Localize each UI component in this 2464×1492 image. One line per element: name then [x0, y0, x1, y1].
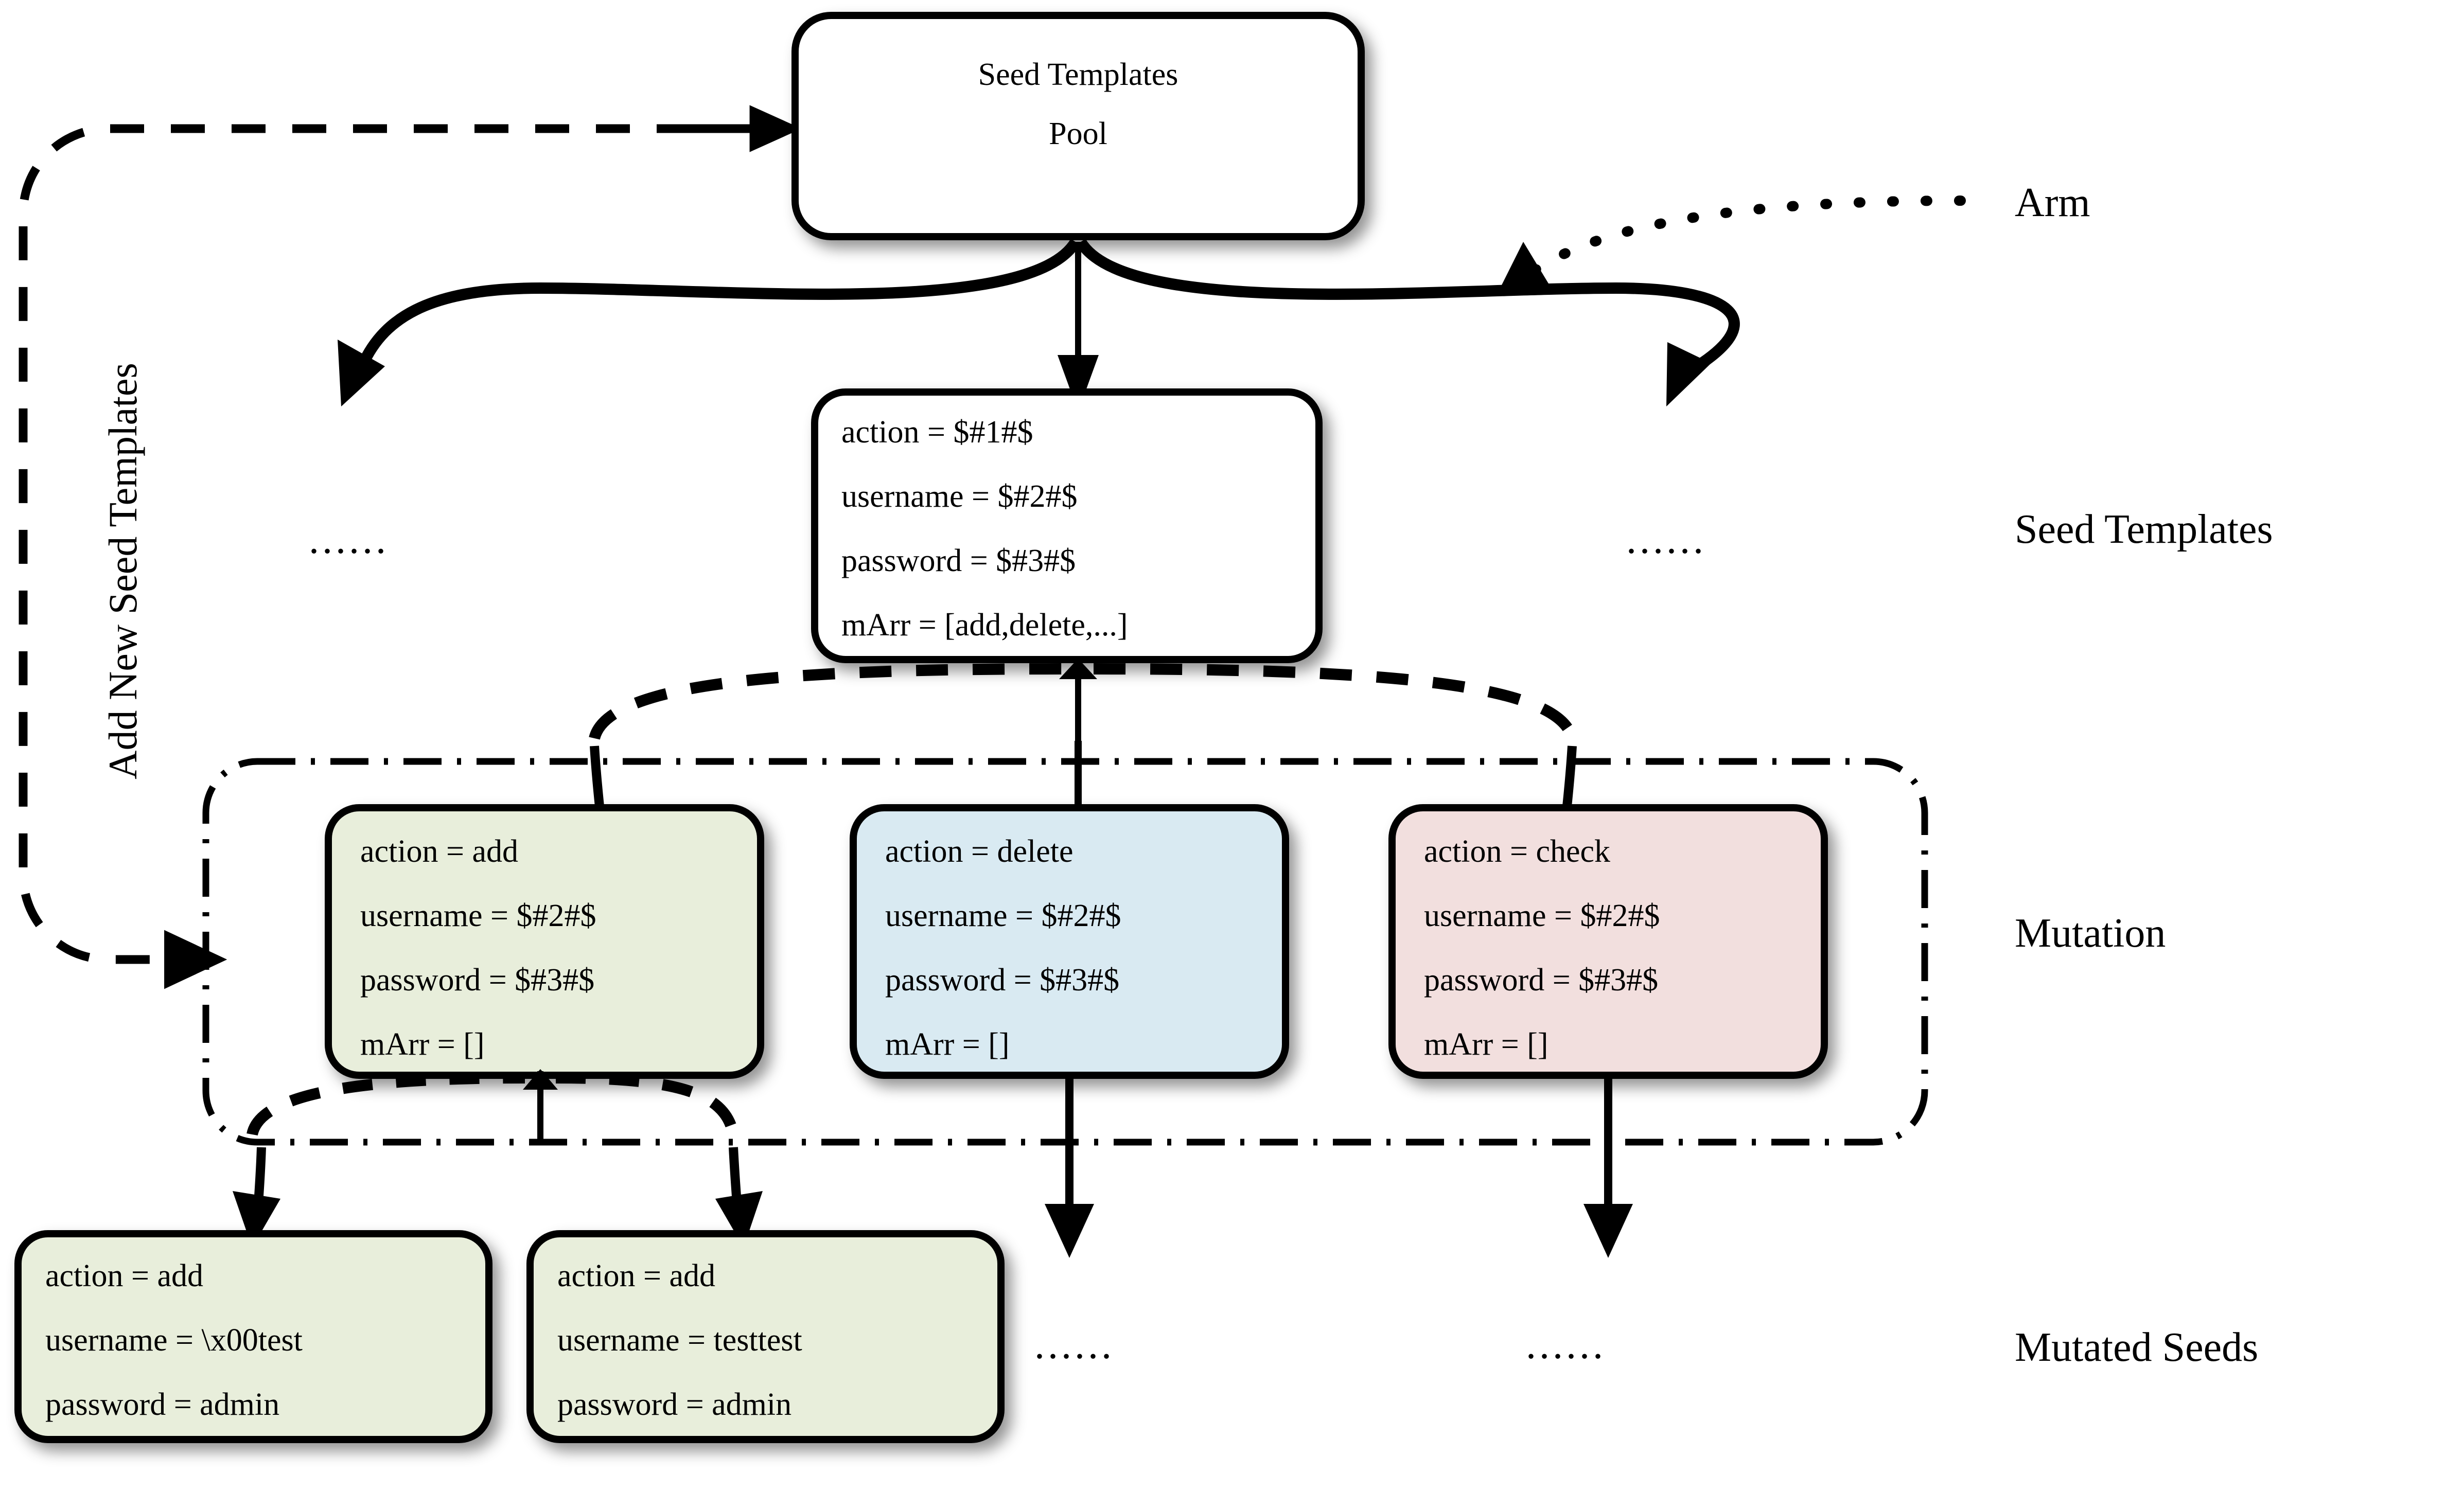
mutation-feedback-arc — [589, 659, 1578, 741]
ellipsis-seed-right: ...... — [1626, 517, 1706, 562]
stage-label-mutation: Mutation — [2015, 911, 2166, 956]
mutation-box-delete[interactable]: action = delete username = $#2#$ passwor… — [850, 804, 1289, 1079]
mutation-add-line-3: password = $#3#$ — [360, 963, 594, 998]
seed-template-box[interactable]: action = $#1#$ username = $#2#$ password… — [811, 388, 1323, 663]
mutation-check-line-3: password = $#3#$ — [1424, 963, 1658, 998]
mutated-seed-1-line-3: password = admin — [45, 1387, 279, 1422]
seed-template-line-3: password = $#3#$ — [841, 543, 1076, 578]
mutated-seed-2-line-2: username = testtest — [557, 1323, 802, 1358]
ellipsis-seed-left: ...... — [309, 517, 389, 562]
mutation-check-line-1: action = check — [1424, 834, 1610, 869]
ellipsis-mutated-right: ...... — [1526, 1322, 1606, 1367]
mutation-box-check[interactable]: action = check username = $#2#$ password… — [1388, 804, 1828, 1079]
mutation-delete-line-3: password = $#3#$ — [885, 963, 1119, 998]
stage-label-seed-templates: Seed Templates — [2015, 507, 2273, 552]
add-new-seed-templates-loop — [19, 124, 751, 989]
ellipsis-mutated-left: ...... — [1034, 1322, 1115, 1367]
mutated-seed-feedback-arc — [247, 1069, 739, 1140]
pool-title-line2: Pool — [1049, 116, 1107, 151]
mutation-delete-line-1: action = delete — [885, 834, 1073, 869]
seed-template-line-1: action = $#1#$ — [841, 415, 1033, 450]
mutation-add-line-1: action = add — [360, 834, 518, 869]
mutated-seed-1-line-2: username = \x00test — [45, 1323, 303, 1358]
mutation-add-line-4: mArr = [] — [360, 1027, 485, 1062]
stage-label-arm: Arm — [2015, 180, 2090, 225]
arm-pointer-dotted — [1500, 196, 1966, 288]
mutated-seed-down-arrows — [233, 1147, 763, 1248]
stage-label-mutated-seeds: Mutated Seeds — [2015, 1325, 2258, 1370]
seed-templates-pool-box[interactable]: Seed Templates Pool — [791, 12, 1365, 240]
pool-fanout-arrows — [338, 238, 1740, 412]
mutated-seed-box-2[interactable]: action = add username = testtest passwor… — [526, 1230, 1005, 1443]
mutated-seed-2-line-3: password = admin — [557, 1387, 791, 1422]
mutation-delete-line-4: mArr = [] — [885, 1027, 1010, 1062]
mutation-check-line-4: mArr = [] — [1424, 1027, 1548, 1062]
mutation-add-line-2: username = $#2#$ — [360, 898, 596, 933]
mutated-seed-1-line-1: action = add — [45, 1258, 203, 1293]
pool-title-line1: Seed Templates — [978, 57, 1178, 92]
mutation-to-mutated-arrows — [1045, 1075, 1633, 1258]
mutation-check-line-2: username = $#2#$ — [1424, 898, 1660, 933]
mutated-seed-2-line-1: action = add — [557, 1258, 715, 1293]
mutated-seed-box-1[interactable]: action = add username = \x00test passwor… — [14, 1230, 492, 1443]
seed-template-line-4: mArr = [add,delete,...] — [841, 608, 1128, 643]
add-new-seed-templates-label: Add New Seed Templates — [100, 363, 145, 779]
mutation-delete-line-2: username = $#2#$ — [885, 898, 1121, 933]
seed-template-line-2: username = $#2#$ — [841, 479, 1078, 514]
mutation-box-add[interactable]: action = add username = $#2#$ password =… — [325, 804, 764, 1079]
